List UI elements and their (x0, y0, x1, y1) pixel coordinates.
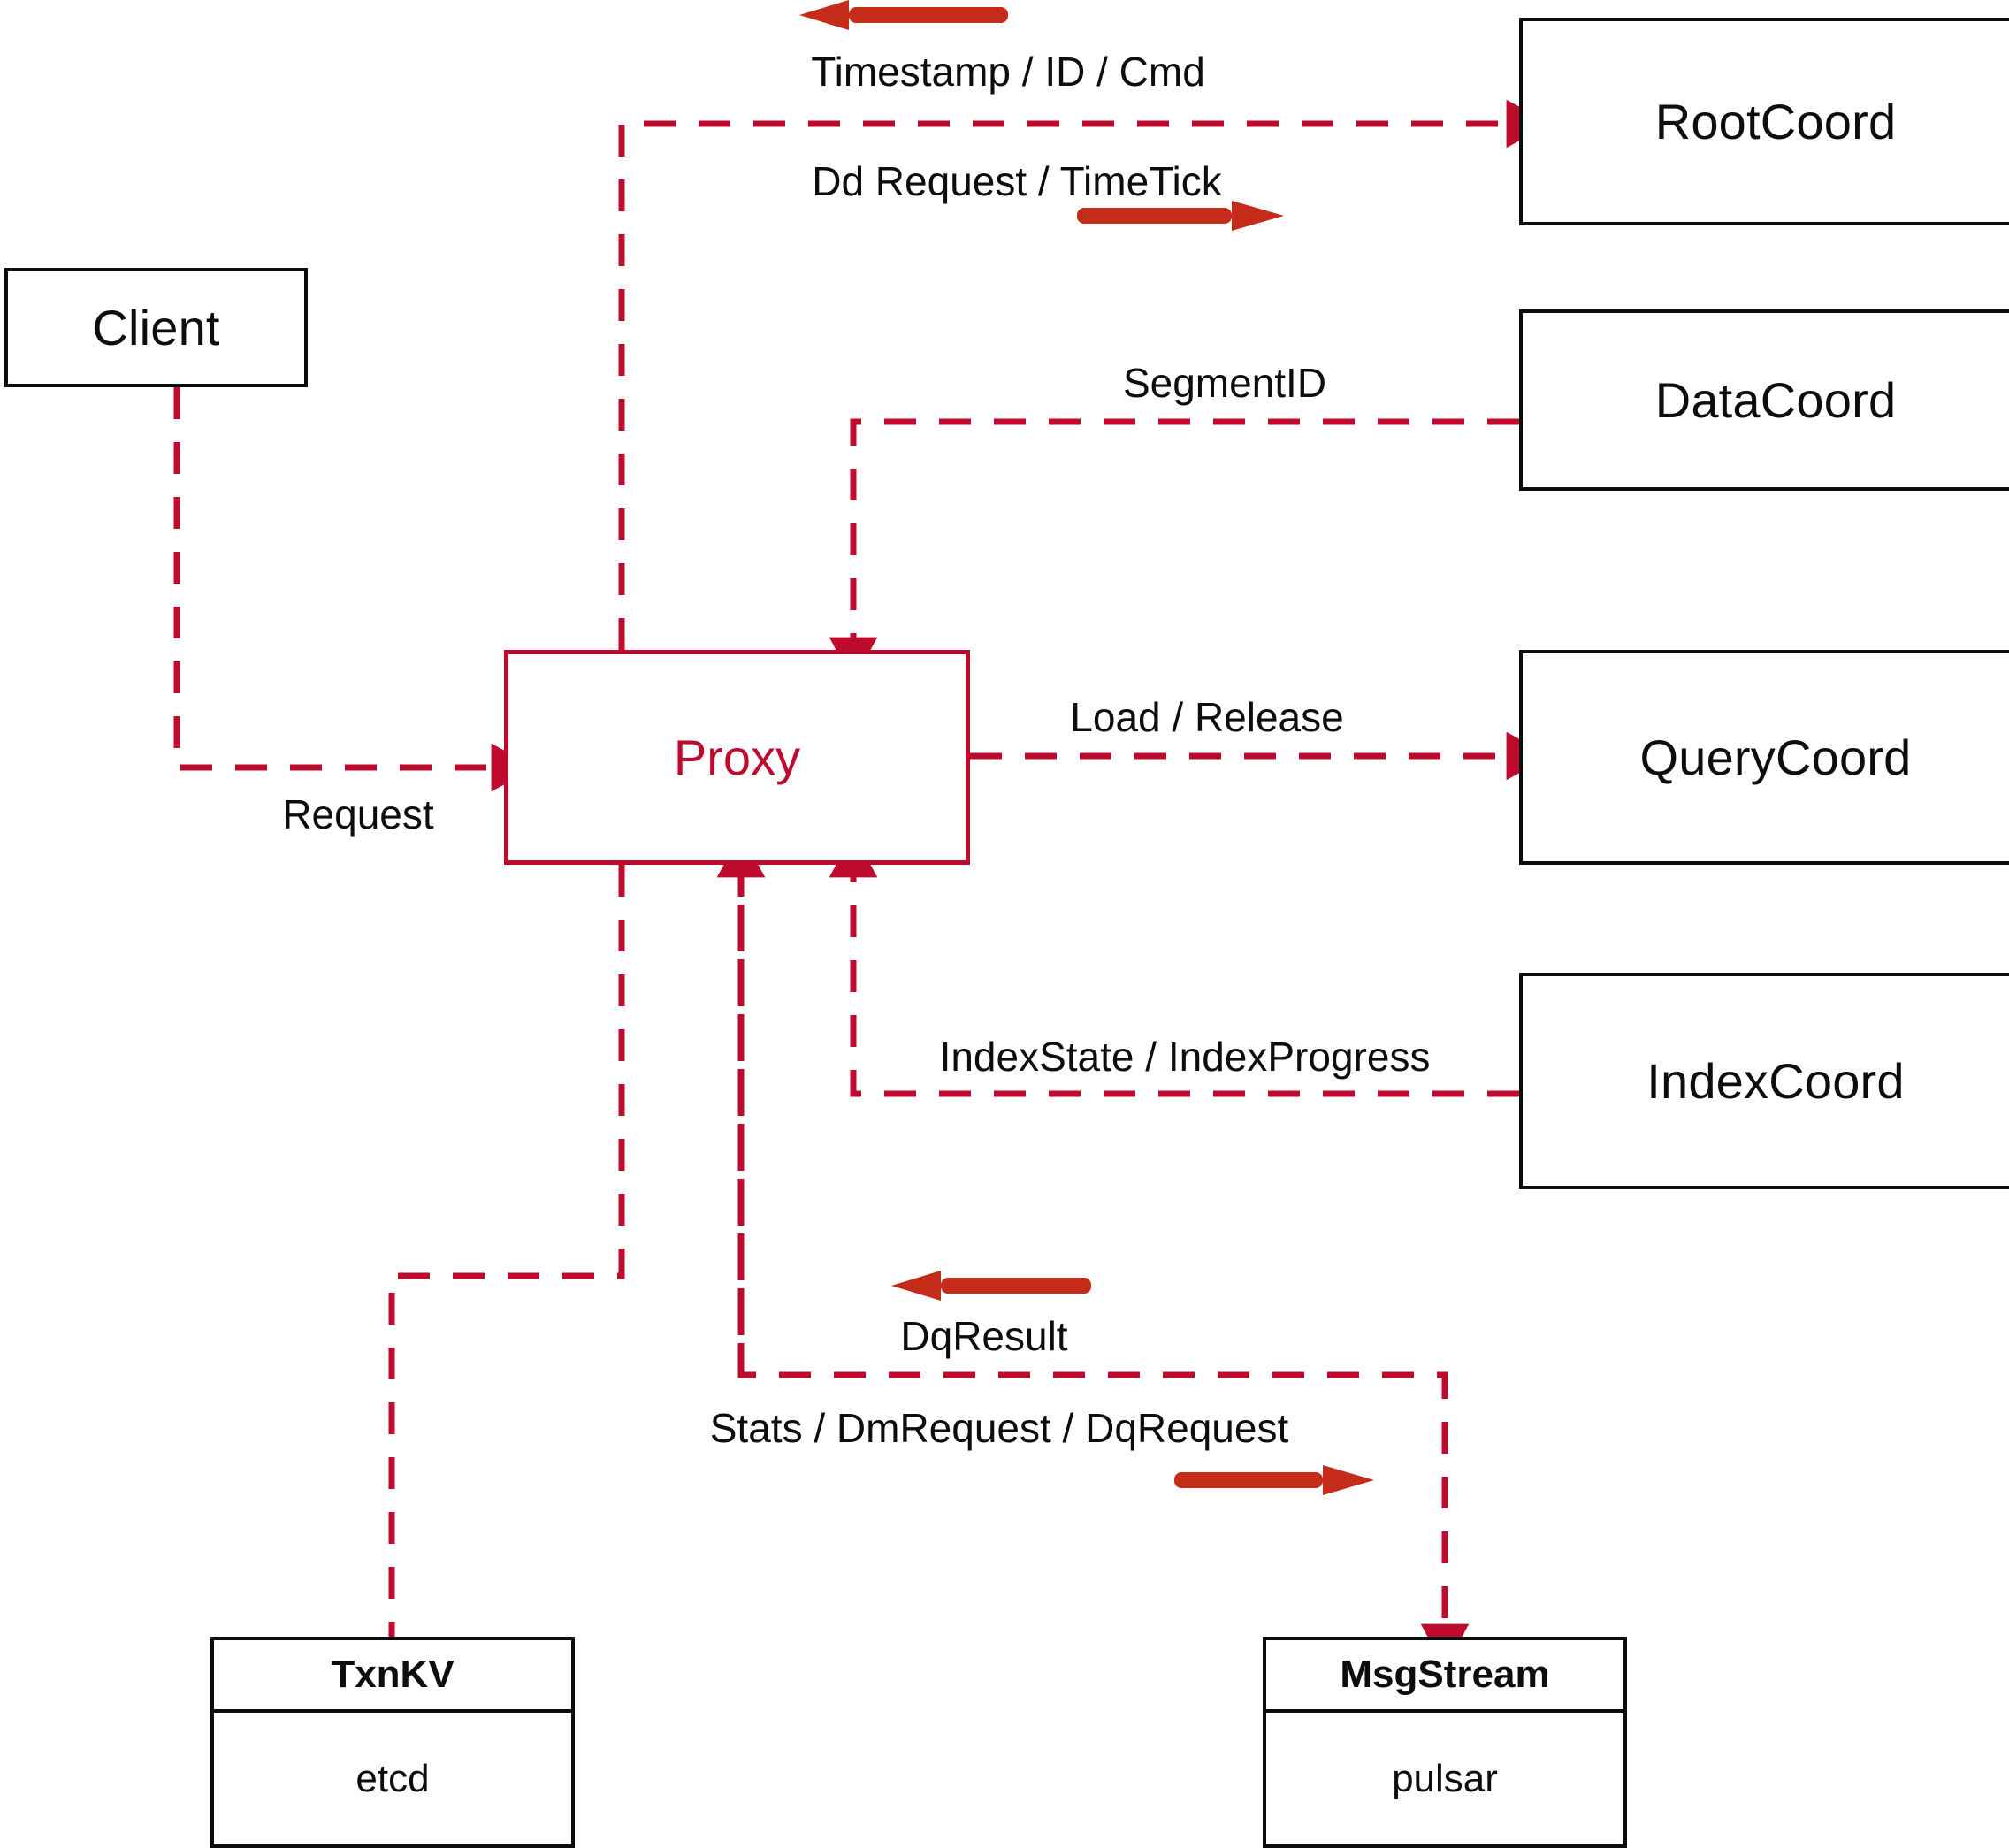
node-client-label: Client (92, 300, 220, 355)
node-datacoord-label: DataCoord (1654, 372, 1897, 428)
direction-arrow-left-timestamp (799, 0, 1008, 30)
direction-arrow-left-dqresult (891, 1271, 1091, 1301)
node-msgstream-header: MsgStream (1266, 1640, 1623, 1713)
node-txnkv[interactable]: TxnKV etcd (210, 1637, 575, 1848)
edge-label-dq-result: DqResult (900, 1313, 1068, 1359)
edge-datacoord-proxy (829, 418, 1519, 682)
edge-proxy-msgstream (737, 865, 1470, 1669)
node-proxy[interactable]: Proxy (504, 650, 970, 865)
node-proxy-label: Proxy (673, 729, 801, 785)
edge-label-timestamp-id-cmd: Timestamp / ID / Cmd (811, 49, 1205, 95)
node-txnkv-header: TxnKV (214, 1640, 571, 1713)
edge-label-segment-id: SegmentID (1122, 360, 1327, 406)
node-querycoord-label: QueryCoord (1639, 729, 1912, 785)
edge-label-index-state-progress: IndexState / IndexProgress (939, 1034, 1431, 1080)
edge-label-request: Request (282, 791, 434, 837)
edge-client-proxy (173, 387, 536, 792)
node-rootcoord-label: RootCoord (1654, 94, 1897, 149)
node-txnkv-body: etcd (355, 1756, 430, 1800)
edge-indexcoord-proxy (829, 833, 1519, 1097)
node-indexcoord[interactable]: IndexCoord (1519, 973, 2009, 1189)
edge-label-dd-request-timetick: Dd Request / TimeTick (812, 158, 1222, 204)
node-client[interactable]: Client (4, 268, 308, 387)
direction-arrow-right-stats (1174, 1465, 1374, 1495)
node-msgstream-body: pulsar (1392, 1756, 1498, 1800)
node-rootcoord[interactable]: RootCoord (1519, 18, 2009, 225)
edge-label-stats-dm-dq-request: Stats / DmRequest / DqRequest (709, 1405, 1289, 1451)
node-indexcoord-label: IndexCoord (1646, 1053, 1905, 1109)
node-datacoord[interactable]: DataCoord (1519, 309, 2009, 491)
edge-label-load-release: Load / Release (1070, 694, 1344, 740)
node-querycoord[interactable]: QueryCoord (1519, 650, 2009, 865)
direction-arrow-right-ddrequest (1077, 201, 1284, 231)
node-msgstream[interactable]: MsgStream pulsar (1263, 1637, 1627, 1848)
edge-proxy-rootcoord (618, 99, 1551, 650)
